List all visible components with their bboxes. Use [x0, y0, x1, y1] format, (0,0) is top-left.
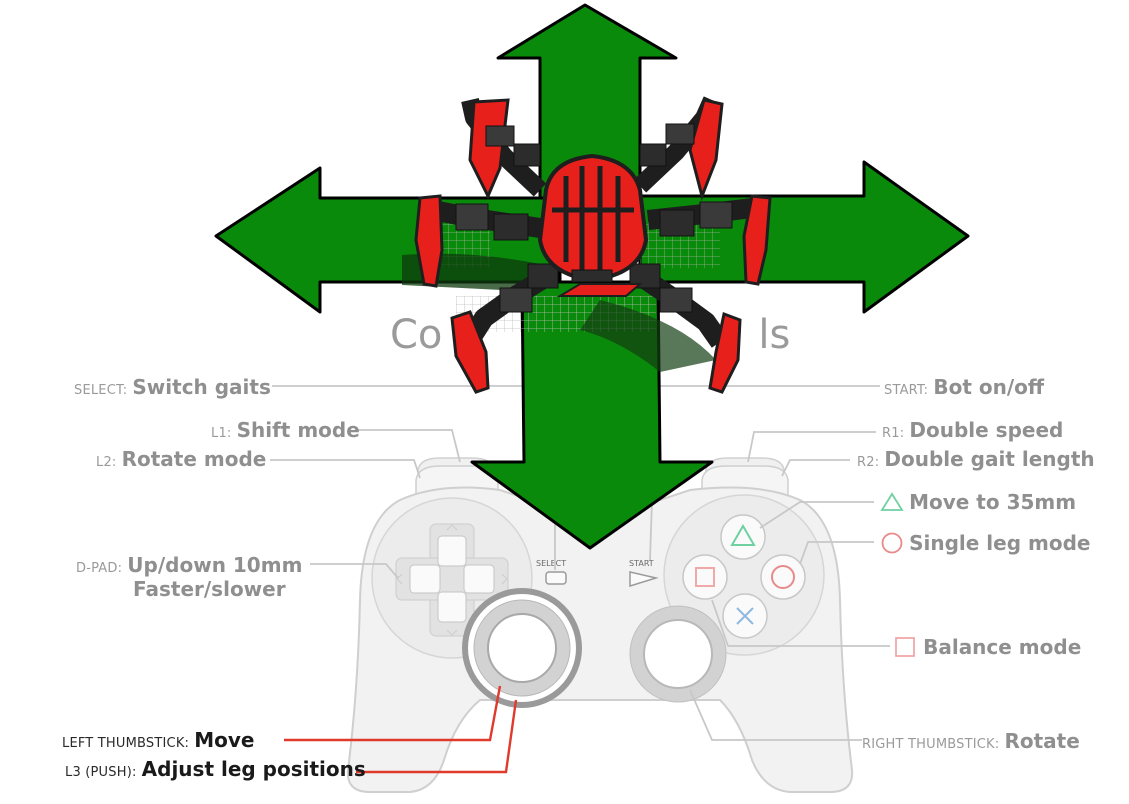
left-thumbstick[interactable] [462, 588, 582, 708]
r1-action: Double speed [909, 418, 1064, 442]
r1-mapping: R1: Double speed [882, 420, 1063, 440]
select-button[interactable] [545, 571, 567, 585]
dpad-mapping-line2: Faster/slower [133, 579, 286, 599]
r2-action: Double gait length [884, 447, 1095, 471]
dpad-action-secondary: Faster/slower [133, 577, 286, 601]
circle-mapping: Single leg mode [880, 532, 1090, 554]
d-pad[interactable] [395, 523, 509, 637]
start-button-label: START [629, 559, 654, 568]
select-action: Switch gaits [132, 375, 271, 399]
background-title-start: Co [390, 312, 443, 358]
face-buttons [682, 514, 806, 639]
right-thumbstick-key: RIGHT THUMBSTICK: [862, 737, 1000, 752]
circle-action: Single leg mode [909, 531, 1091, 555]
select-mapping: SELECT: Switch gaits [74, 377, 271, 397]
square-action: Balance mode [923, 635, 1082, 659]
thumbstick-leader-lines [284, 685, 518, 774]
robot-body [537, 153, 649, 283]
background-title: Co ls [390, 312, 790, 358]
start-button[interactable] [629, 571, 659, 588]
triangle-icon[interactable] [730, 524, 756, 546]
right-thumbstick[interactable] [629, 605, 727, 703]
right-thumbstick-action: Rotate [1004, 729, 1080, 753]
l2-mapping: L2: Rotate mode [96, 449, 266, 469]
background-title-end: ls [758, 312, 791, 358]
square-mapping: Balance mode [894, 636, 1081, 658]
l3-key: L3 (PUSH): [65, 765, 137, 780]
right-thumbstick-mapping: RIGHT THUMBSTICK: Rotate [862, 731, 1080, 751]
r2-key: R2: [857, 455, 880, 470]
l3-action: Adjust leg positions [141, 757, 366, 781]
left-thumbstick-action: Move [194, 728, 255, 752]
l2-key: L2: [96, 455, 117, 470]
l1-key: L1: [211, 426, 232, 441]
cross-icon[interactable] [736, 607, 754, 625]
square-icon[interactable] [695, 567, 715, 587]
l1-mapping: L1: Shift mode [211, 420, 360, 440]
l3-mapping: L3 (PUSH): Adjust leg positions [65, 759, 366, 779]
square-icon [895, 637, 915, 657]
r2-mapping: R2: Double gait length [857, 449, 1095, 469]
select-key: SELECT: [74, 383, 128, 398]
dpad-action: Up/down 10mm [127, 553, 303, 577]
circle-icon[interactable] [771, 565, 795, 589]
start-key: START: [884, 383, 929, 398]
start-mapping: START: Bot on/off [884, 377, 1044, 397]
gamepad: L R SELECT START [346, 457, 854, 793]
hexapod-robot [402, 96, 772, 394]
r1-key: R1: [882, 426, 905, 441]
start-action: Bot on/off [933, 375, 1045, 399]
dpad-key: D-PAD: [76, 561, 123, 576]
triangle-mapping: Move to 35mm [880, 492, 1076, 512]
circle-icon [881, 532, 903, 554]
left-thumbstick-mapping: LEFT THUMBSTICK: Move [62, 730, 254, 750]
dpad-mapping: D-PAD: Up/down 10mm [76, 555, 302, 575]
l2-action: Rotate mode [121, 447, 267, 471]
left-thumbstick-key: LEFT THUMBSTICK: [62, 736, 190, 751]
triangle-action: Move to 35mm [909, 490, 1077, 514]
triangle-icon [880, 492, 904, 511]
select-button-label: SELECT [536, 559, 566, 568]
l1-action: Shift mode [236, 418, 360, 442]
